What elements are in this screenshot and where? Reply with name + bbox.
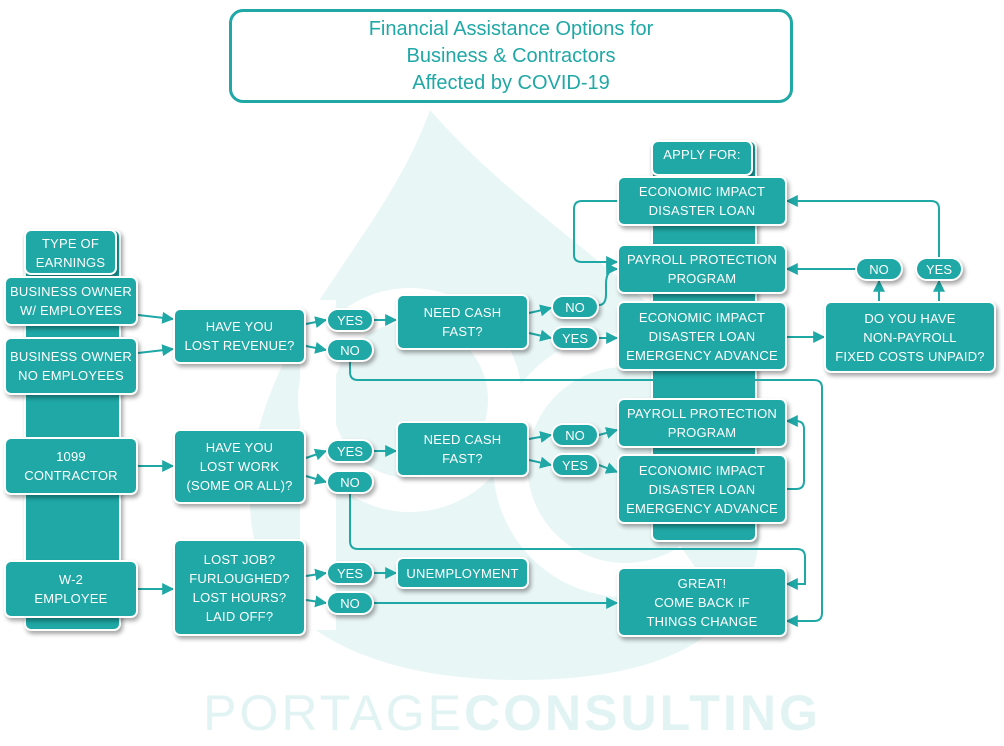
business-owner-no-employees-node: BUSINESS OWNER NO EMPLOYEES: [4, 337, 138, 395]
title-line-3: Affected by COVID-19: [412, 71, 610, 94]
no-pill-job: NO: [326, 591, 374, 615]
yes-pill-cash-2: YES: [551, 453, 599, 477]
yes-pill-job: YES: [326, 561, 374, 585]
unemployment-node: UNEMPLOYMENT: [396, 557, 529, 589]
yes-pill-revenue: YES: [326, 308, 374, 332]
no-pill-work: NO: [326, 470, 374, 494]
need-cash-fast-question-2: NEED CASH FAST?: [396, 421, 529, 477]
apply-for-header: APPLY FOR:: [651, 140, 753, 176]
eidl-advance-node-2: ECONOMIC IMPACT DISASTER LOAN EMERGENCY …: [617, 454, 787, 524]
title-line-1: Financial Assistance Options for: [368, 17, 654, 40]
no-pill-fixed-costs: NO: [855, 257, 903, 281]
yes-pill-cash-1: YES: [551, 326, 599, 350]
yes-pill-work: YES: [326, 439, 374, 463]
type-of-earnings-header: TYPE OF EARNINGS: [24, 229, 117, 275]
w2-employee-node: W-2 EMPLOYEE: [4, 560, 138, 618]
ppp-node-1: PAYROLL PROTECTION PROGRAM: [617, 244, 787, 294]
lost-work-question: HAVE YOU LOST WORK (SOME OR ALL)?: [173, 429, 306, 504]
lost-job-question: LOST JOB? FURLOUGHED? LOST HOURS? LAID O…: [173, 539, 306, 636]
no-pill-cash-2: NO: [551, 423, 599, 447]
watermark-text-bold: CONSULTING: [464, 685, 821, 741]
great-come-back-node: GREAT! COME BACK IF THINGS CHANGE: [617, 567, 787, 637]
contractor-1099-node: 1099 CONTRACTOR: [4, 437, 138, 495]
yes-pill-fixed-costs: YES: [915, 257, 963, 281]
lost-revenue-question: HAVE YOU LOST REVENUE?: [173, 308, 306, 364]
fixed-costs-question: DO YOU HAVE NON-PAYROLL FIXED COSTS UNPA…: [824, 301, 996, 373]
title-box: Financial Assistance Options for Busines…: [229, 9, 793, 103]
watermark-text: PORTAGE CONSULTING: [172, 684, 852, 742]
no-pill-revenue: NO: [326, 338, 374, 362]
ppp-node-2: PAYROLL PROTECTION PROGRAM: [617, 398, 787, 448]
need-cash-fast-question-1: NEED CASH FAST?: [396, 294, 529, 350]
eidl-advance-node-1: ECONOMIC IMPACT DISASTER LOAN EMERGENCY …: [617, 301, 787, 371]
business-owner-with-employees-node: BUSINESS OWNER W/ EMPLOYEES: [4, 276, 138, 326]
eidl-node-1: ECONOMIC IMPACT DISASTER LOAN: [617, 176, 787, 226]
watermark-text-light: PORTAGE: [203, 685, 465, 741]
title-line-2: Business & Contractors: [406, 44, 616, 67]
no-pill-cash-1: NO: [551, 295, 599, 319]
